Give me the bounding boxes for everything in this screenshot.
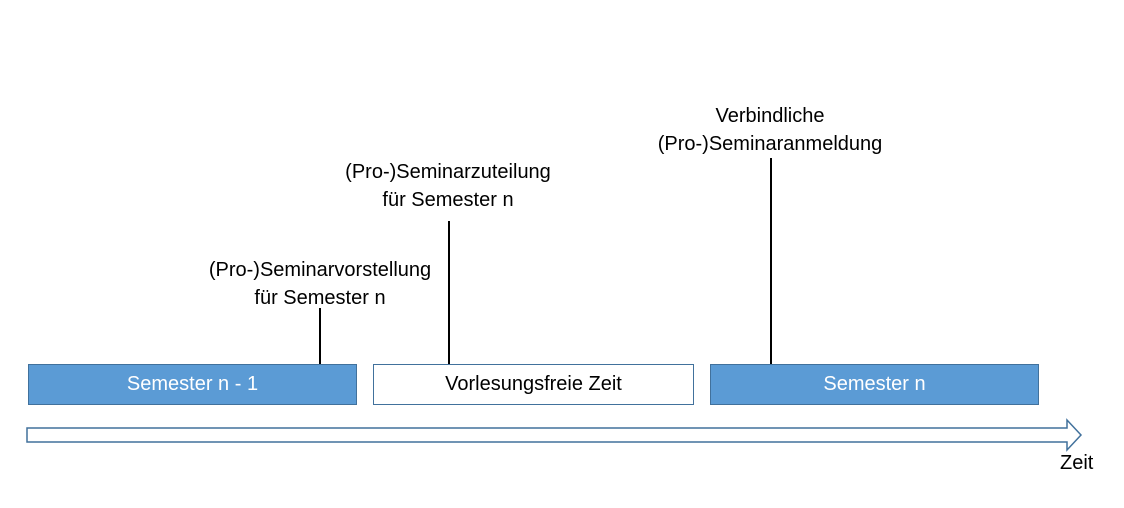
period-label: Vorlesungsfreie Zeit: [445, 373, 622, 395]
event-label-seminar-registration: Verbindliche (Pro-)Seminaranmeldung: [620, 102, 920, 158]
period-semester-previous: Semester n - 1: [28, 364, 357, 405]
period-label: Semester n: [823, 373, 926, 395]
period-semester-current: Semester n: [710, 364, 1039, 405]
event-label-line: Verbindliche: [715, 105, 825, 127]
period-label: Semester n - 1: [126, 373, 259, 395]
event-label-line: für Semester n: [254, 287, 386, 309]
event-label-line: (Pro-)Seminaranmeldung: [657, 133, 883, 155]
axis-label-time: Zeit: [1060, 452, 1094, 474]
event-stem-seminar-presentation: [319, 308, 321, 364]
event-label-seminar-assignment: (Pro-)Seminarzuteilung für Semester n: [298, 158, 598, 214]
event-stem-seminar-registration: [770, 158, 772, 364]
event-label-line: (Pro-)Seminarvorstellung: [208, 259, 432, 281]
time-axis-arrow: [26, 418, 1083, 452]
event-label-line: (Pro-)Seminarzuteilung: [345, 161, 551, 183]
event-label-line: für Semester n: [382, 189, 514, 211]
event-stem-seminar-assignment: [448, 221, 450, 364]
period-lecture-free: Vorlesungsfreie Zeit: [373, 364, 694, 405]
event-label-seminar-presentation: (Pro-)Seminarvorstellung für Semester n: [170, 256, 470, 312]
